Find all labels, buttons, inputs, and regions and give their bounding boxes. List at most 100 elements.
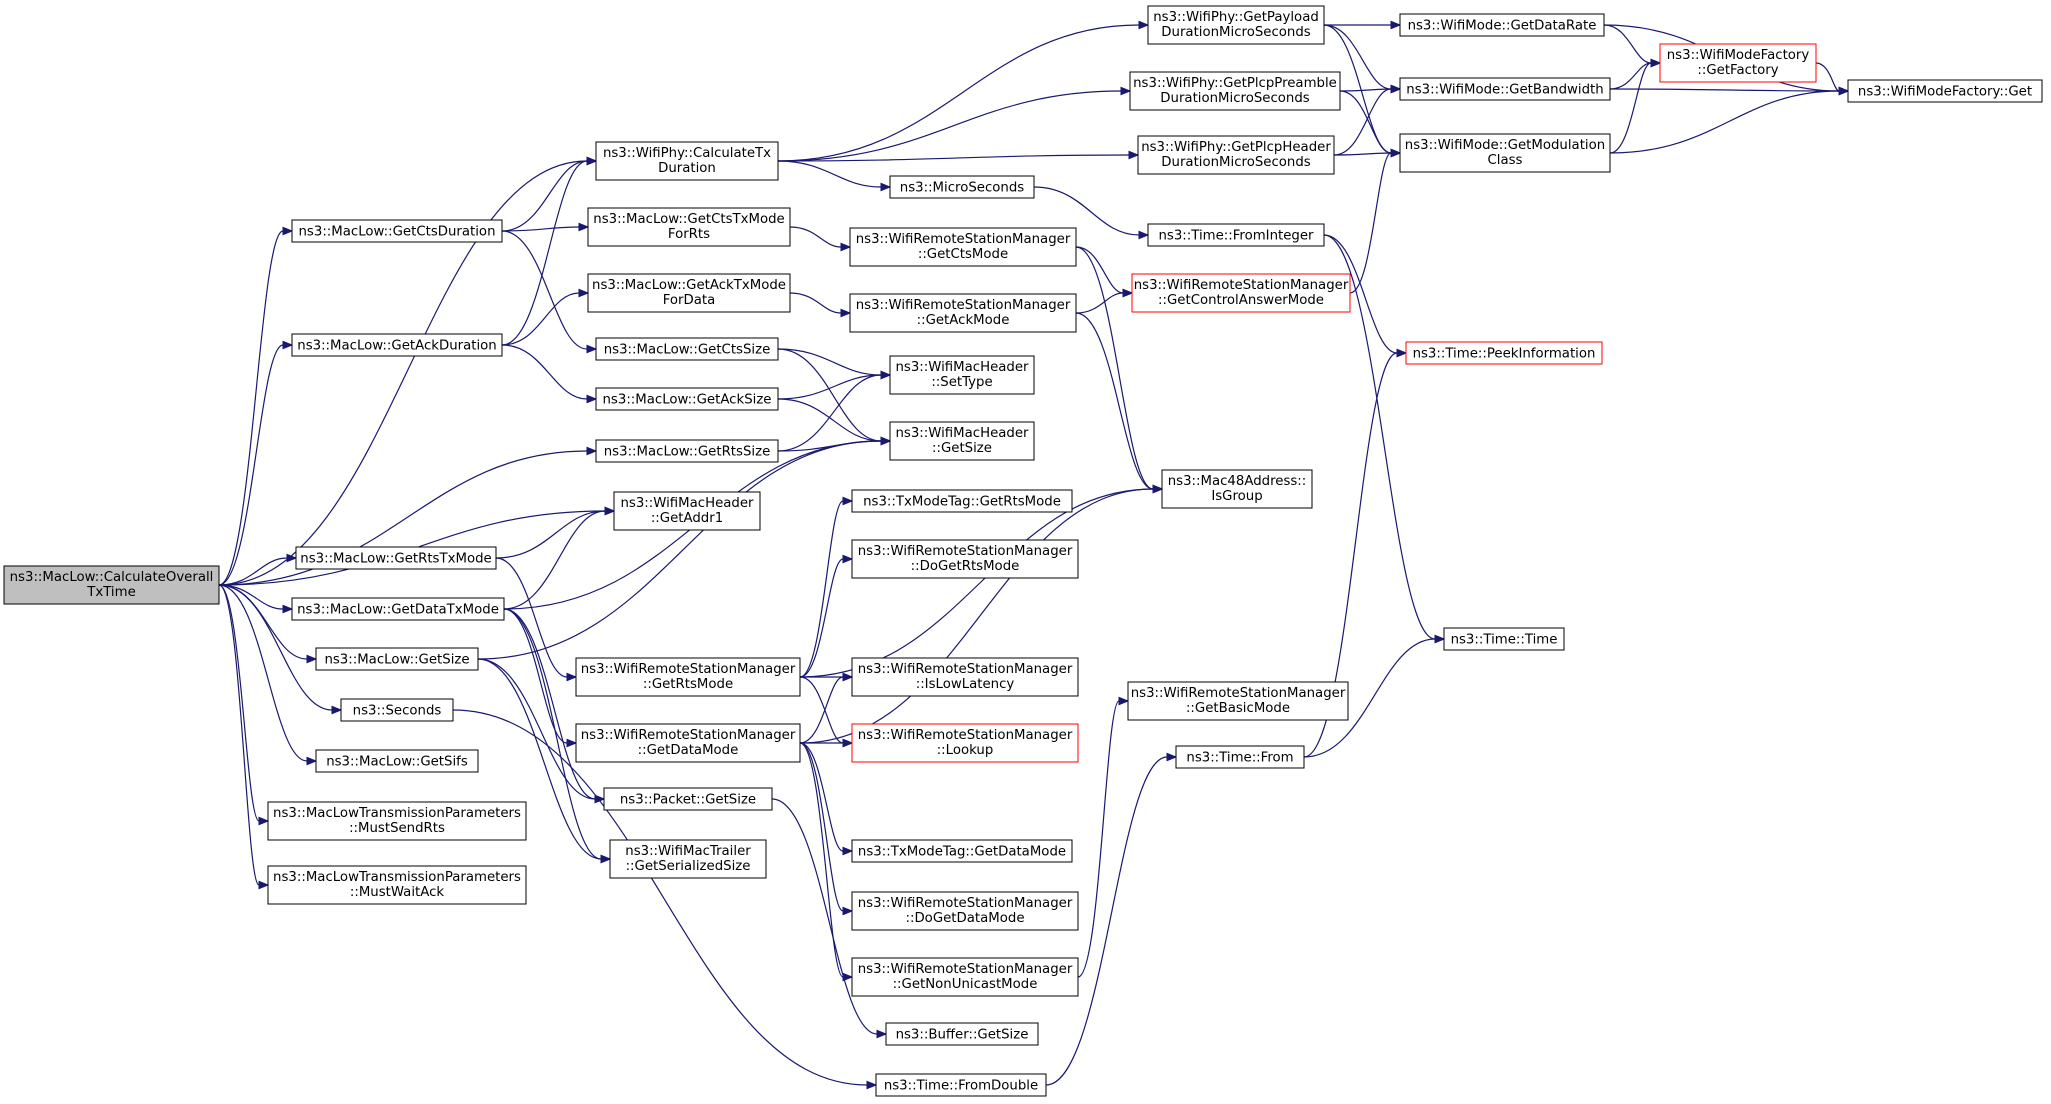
graph-node-label: ::GetSize [932,441,992,456]
graph-edge-wrsmGetDataMode-to-wrsmIsLowLatency [799,672,854,744]
graph-node-wrsmGetDataMode[interactable]: ns3::WifiRemoteStationManager::GetDataMo… [575,723,801,763]
edge-arrowhead [842,738,854,748]
edge-line [218,230,284,586]
edge-line [1603,24,1652,64]
edge-arrowhead [1122,288,1134,298]
edge-line [218,584,260,886]
edge-arrowhead [282,340,294,350]
edge-arrowhead [840,242,852,252]
graph-node-headerDur[interactable]: ns3::WifiPhy::GetPlcpHeaderDurationMicro… [1137,135,1335,175]
edge-line [218,584,260,822]
edge-line [218,557,288,586]
graph-node-box [595,141,779,181]
graph-edge-calcTx-to-headerDur [777,150,1140,162]
graph-node-label: ::SetType [931,375,992,390]
graph-node-box [851,657,1079,697]
graph-node-getDataRate[interactable]: ns3::WifiMode::GetDataRate [1399,13,1605,37]
graph-node-label: ns3::MacLowTransmissionParameters [273,870,521,885]
edge-line [218,584,308,762]
graph-node-label: ns3::MacLow::GetSifs [326,755,468,770]
graph-node-mustWaitAck[interactable]: ns3::MacLowTransmissionParameters::MustW… [267,865,527,905]
graph-node-payloadDur[interactable]: ns3::WifiPhy::GetPayloadDurationMicroSec… [1147,5,1325,45]
graph-node-trailerSize[interactable]: ns3::WifiMacTrailer::GetSerializedSize [609,839,767,879]
graph-node-factoryGet[interactable]: ns3::WifiModeFactory::Get [1847,79,2043,103]
graph-node-packetGetSize[interactable]: ns3::Packet::GetSize [603,787,773,811]
graph-node-getBandwidth[interactable]: ns3::WifiMode::GetBandwidth [1399,77,1611,101]
graph-node-tagGetDataMode[interactable]: ns3::TxModeTag::GetDataMode [851,839,1073,863]
graph-node-label: ns3::MacLow::GetAckDuration [297,339,496,354]
graph-node-timeFromInteger[interactable]: ns3::Time::FromInteger [1147,223,1325,247]
graph-node-wrsmGetAckMode[interactable]: ns3::WifiRemoteStationManager::GetAckMod… [849,293,1077,333]
graph-node-box [575,723,801,763]
edge-arrowhead [566,738,578,748]
graph-node-wrsmGetCtsMode[interactable]: ns3::WifiRemoteStationManager::GetCtsMod… [849,227,1077,267]
graph-node-label: ::GetRtsMode [643,677,733,692]
graph-node-wrsmBasicMode[interactable]: ns3::WifiRemoteStationManager::GetBasicM… [1127,681,1349,721]
graph-node-hdrGetSize[interactable]: ns3::WifiMacHeader::GetSize [889,421,1035,461]
graph-node-isGroup[interactable]: ns3::Mac48Address::IsGroup [1161,469,1313,509]
edge-line [501,160,588,346]
graph-node-tagGetRtsMode[interactable]: ns3::TxModeTag::GetRtsMode [851,489,1073,513]
graph-node-wrsmNonUnicast[interactable]: ns3::WifiRemoteStationManager::GetNonUni… [851,957,1079,997]
graph-node-getAckDur[interactable]: ns3::MacLow::GetAckDuration [291,333,503,357]
graph-node-box [1399,13,1605,37]
graph-node-box [889,355,1035,395]
edge-arrowhead [578,222,590,232]
graph-node-box [889,175,1035,199]
graph-node-getSifs[interactable]: ns3::MacLow::GetSifs [315,749,479,773]
graph-node-timeFrom[interactable]: ns3::Time::From [1175,745,1305,769]
graph-node-preambleDur[interactable]: ns3::WifiPhy::GetPlcpPreambleDurationMic… [1129,71,1341,111]
graph-node-mustSendRts[interactable]: ns3::MacLowTransmissionParameters::MustS… [267,801,527,841]
graph-node-timeTime[interactable]: ns3::Time::Time [1443,627,1565,651]
graph-node-wrsmLookup[interactable]: ns3::WifiRemoteStationManager::Lookup [851,723,1079,763]
graph-node-getRtsSize[interactable]: ns3::MacLow::GetRtsSize [595,439,779,463]
graph-node-wrsmIsLowLatency[interactable]: ns3::WifiRemoteStationManager::IsLowLate… [851,657,1079,697]
graph-node-hdrGetAddr1[interactable]: ns3::WifiMacHeader::GetAddr1 [613,491,761,531]
edge-line [1075,246,1154,490]
edge-arrowhead [258,816,270,826]
graph-node-peekInfo[interactable]: ns3::Time::PeekInformation [1405,341,1603,365]
graph-node-getDataTxMode[interactable]: ns3::MacLow::GetDataTxMode [291,597,505,621]
graph-edge-root-to-getSifs [218,584,318,766]
graph-node-microSeconds[interactable]: ns3::MicroSeconds [889,175,1035,199]
edge-arrowhead [600,854,612,864]
graph-node-wrsmCtrlAnswer[interactable]: ns3::WifiRemoteStationManager::GetContro… [1131,273,1351,313]
graph-node-factoryGetFactory[interactable]: ns3::WifiModeFactory::GetFactory [1659,43,1817,83]
graph-node-label: ns3::WifiMacHeader [895,360,1029,375]
edge-arrowhead [876,1029,888,1039]
graph-node-wrsmDoGetRtsMode[interactable]: ns3::WifiRemoteStationManager::DoGetRtsM… [851,539,1079,579]
graph-node-getAckSize[interactable]: ns3::MacLow::GetAckSize [595,387,779,411]
graph-node-getRtsTxMode[interactable]: ns3::MacLow::GetRtsTxMode [295,546,497,570]
graph-node-wrsmGetRtsMode[interactable]: ns3::WifiRemoteStationManager::GetRtsMod… [575,657,801,697]
graph-node-label: ::GetBasicMode [1186,701,1290,716]
graph-node-macGetSize[interactable]: ns3::MacLow::GetSize [315,647,479,671]
graph-node-label: TxTime [86,585,136,600]
graph-node-label: ns3::MicroSeconds [900,181,1024,196]
graph-edge-macGetSize-to-hdrGetSize [477,436,892,660]
graph-node-getCtsSize[interactable]: ns3::MacLow::GetCtsSize [595,337,779,361]
graph-node-wrsmDoGetDataMode[interactable]: ns3::WifiRemoteStationManager::DoGetData… [851,891,1079,931]
graph-node-label: ::GetControlAnswerMode [1158,293,1324,308]
graph-node-bufferGetSize[interactable]: ns3::Buffer::GetSize [885,1022,1039,1046]
graph-node-label: ns3::WifiRemoteStationManager [858,962,1073,977]
graph-node-timeFromDouble[interactable]: ns3::Time::FromDouble [875,1073,1047,1097]
edge-line [218,344,284,586]
graph-node-seconds[interactable]: ns3::Seconds [340,698,454,722]
edge-line [501,230,588,350]
edge-line [218,584,333,711]
edge-line [799,742,844,978]
edge-line [1033,186,1140,236]
graph-node-box [1131,273,1351,313]
graph-node-getCtsDur[interactable]: ns3::MacLow::GetCtsDuration [291,219,503,243]
graph-edge-wrsmGetDataMode-to-wrsmNonUnicast [799,742,854,982]
graph-edge-getDataTxMode-to-wrsmGetDataMode [503,608,578,748]
graph-edge-getDataTxMode-to-packetGetSize [503,608,606,804]
graph-node-hdrSetType[interactable]: ns3::WifiMacHeader::SetType [889,355,1035,395]
graph-edge-getCtsTxMode-to-wrsmGetCtsMode [789,226,852,252]
edge-line [477,658,596,800]
